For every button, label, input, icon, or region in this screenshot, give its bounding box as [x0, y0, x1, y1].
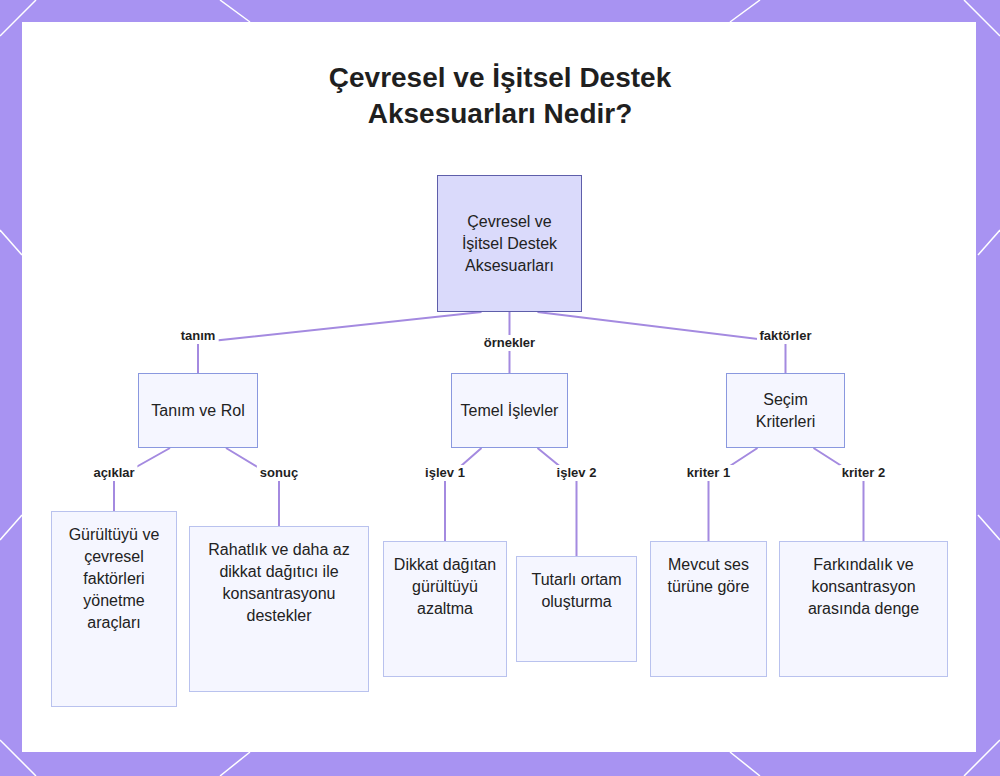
category-box: Seçim Kriterleri — [726, 373, 845, 448]
detail-box: Dikkat dağıtan gürültüyü azaltma — [383, 541, 507, 677]
node-text: Dikkat dağıtan gürültüyü azaltma — [392, 554, 498, 620]
node-text: Gürültüyü ve çevresel faktörleri yönetme… — [60, 524, 168, 634]
edge-label: işlev 1 — [422, 465, 468, 481]
diagram-title: Çevresel ve İşitsel Destek Aksesuarları … — [270, 60, 730, 132]
node-text: Seçim Kriterleri — [733, 389, 838, 433]
connector-line — [538, 312, 786, 373]
node-text: Tanım ve Rol — [151, 400, 244, 422]
connector-line — [445, 448, 482, 541]
detail-box: Rahatlık ve daha az dikkat dağıtıcı ile … — [189, 526, 369, 692]
node-text: Rahatlık ve daha az dikkat dağıtıcı ile … — [198, 539, 360, 627]
edge-label: örnekler — [481, 335, 538, 351]
edge-label: tanım — [178, 328, 219, 344]
detail-box: Tutarlı ortam oluşturma — [516, 556, 637, 662]
root-box: Çevresel ve İşitsel Destek Aksesuarları — [437, 175, 582, 312]
node-text: Farkındalık ve konsantrasyon arasında de… — [788, 554, 939, 620]
connector-line — [814, 448, 864, 541]
connector-line — [198, 312, 482, 373]
node-text: Tutarlı ortam oluşturma — [525, 569, 628, 613]
edge-label: açıklar — [90, 465, 137, 481]
edge-label: kriter 1 — [684, 465, 733, 481]
node-text: Çevresel ve İşitsel Destek Aksesuarları — [446, 211, 573, 277]
detail-box: Gürültüyü ve çevresel faktörleri yönetme… — [51, 511, 177, 707]
connector-line — [226, 448, 279, 526]
edge-label: kriter 2 — [839, 465, 888, 481]
category-box: Temel İşlevler — [451, 373, 568, 448]
detail-box: Farkındalık ve konsantrasyon arasında de… — [779, 541, 948, 677]
edge-label: sonuç — [257, 465, 301, 481]
edge-label: faktörler — [756, 328, 814, 344]
detail-box: Mevcut ses türüne göre — [650, 541, 767, 677]
category-box: Tanım ve Rol — [138, 373, 258, 448]
node-text: Mevcut ses türüne göre — [659, 554, 758, 598]
node-text: Temel İşlevler — [461, 400, 559, 422]
connector-line — [709, 448, 758, 541]
edge-label: işlev 2 — [554, 465, 600, 481]
